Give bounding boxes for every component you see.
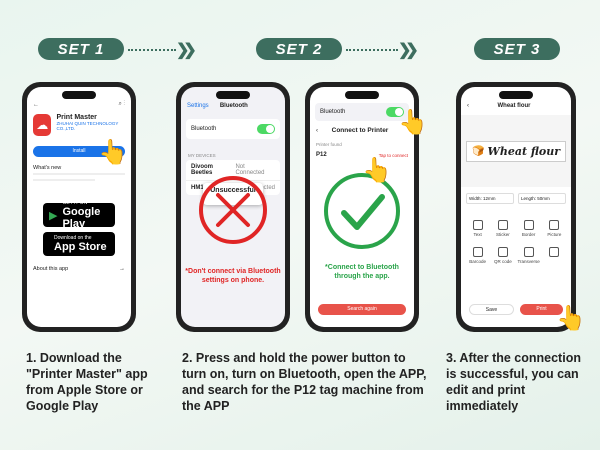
tap-hand-icon: 👆 (98, 139, 128, 166)
printer-found-label: Printer found (316, 142, 342, 147)
border-icon (523, 220, 534, 230)
developer-name: ZHUHAI QUIN TECHNOLOGY CO.,LTD. (56, 121, 119, 131)
back-icon[interactable]: ‹ (316, 127, 318, 134)
phone-3: Bluetooth ‹ Connect to Printer Printer f… (305, 82, 419, 332)
chevron-right-icon: ❯❯ (398, 42, 419, 59)
tool-text[interactable]: Text (467, 220, 488, 237)
step-3-caption: 3. After the connection is successful, y… (446, 351, 581, 413)
tool-picture[interactable]: Picture (544, 220, 565, 237)
whats-new-label: What's new (33, 165, 62, 171)
label-title: Wheat flour (497, 103, 531, 109)
step-1-badge: SET 1 (38, 38, 124, 60)
qr-code-icon (497, 247, 508, 257)
search-icon[interactable]: ⌕ ⋮ (118, 101, 125, 107)
tool-transverse[interactable]: Transverse (517, 247, 540, 264)
about-app-row[interactable]: About this app → (27, 256, 131, 272)
connector-1 (128, 49, 176, 51)
warning-note: *Don't connect via Bluetooth settings on… (185, 268, 281, 284)
editor-screen: ‹ Wheat flour 🍞 Wheat flour Width: 12mm … (461, 87, 571, 327)
sticker-icon (497, 220, 508, 230)
chevron-right-icon: ❯❯ (176, 42, 197, 59)
tool-border[interactable]: Border (517, 220, 539, 237)
phone-1: ← ⌕ ⋮ ☁ Print Master ZHUHAI QUIN TECHNOL… (22, 82, 136, 332)
barcode-icon (472, 247, 483, 257)
width-select[interactable]: Width: 12mm (466, 193, 514, 204)
device-row[interactable]: Divoom Beetles Not Connected (186, 160, 280, 181)
tool-sticker[interactable]: Sticker (492, 220, 513, 237)
cross-icon (199, 176, 267, 244)
length-select[interactable]: Length: 50mm (518, 193, 566, 204)
checkmark-icon (324, 173, 400, 249)
tool-more[interactable] (544, 247, 565, 264)
step-2-badge: SET 2 (256, 38, 342, 60)
app-icon: ☁ (33, 114, 52, 136)
arrow-right-icon: → (119, 266, 125, 272)
connect-note: *Connect to Bluetooth through the app. (325, 264, 399, 280)
print-button[interactable]: Print (520, 304, 563, 315)
bluetooth-settings-screen: Settings Bluetooth Bluetooth MY DEVICES … (181, 87, 285, 327)
save-button[interactable]: Save (469, 304, 514, 315)
my-devices-header: MY DEVICES (188, 153, 216, 158)
install-button[interactable]: Install (33, 146, 125, 157)
tool-qr-code[interactable]: QR code (492, 247, 513, 264)
bread-icon: 🍞 (472, 145, 485, 157)
back-arrow-icon[interactable]: ← (33, 101, 39, 108)
bluetooth-toggle[interactable] (257, 124, 275, 134)
step-1-label: SET 1 (57, 40, 105, 58)
printer-row[interactable]: P12 Tap to connect (310, 149, 414, 161)
more-icon (549, 247, 560, 257)
tap-hand-icon: 👆 (556, 305, 586, 332)
tool-barcode[interactable]: Barcode (467, 247, 488, 264)
bluetooth-toggle[interactable] (386, 107, 404, 117)
unsuccessful-popup: Unsuccessful (203, 183, 263, 205)
text-icon (472, 220, 483, 230)
settings-back-link[interactable]: Settings (187, 103, 209, 109)
play-store-screen: ← ⌕ ⋮ ☁ Print Master ZHUHAI QUIN TECHNOL… (27, 87, 131, 327)
tap-hand-icon: 👆 (398, 109, 428, 136)
label-preview[interactable]: 🍞 Wheat flour (466, 140, 566, 162)
connect-printer-title: Connect to Printer (331, 127, 389, 134)
app-name: Print Master (56, 114, 97, 121)
tap-hand-icon: 👆 (362, 157, 392, 184)
printer-name: P12 (316, 152, 327, 158)
step-2-label: SET 2 (275, 40, 323, 58)
back-icon[interactable]: ‹ (467, 103, 469, 109)
step-3-label: SET 3 (493, 40, 541, 58)
search-again-button[interactable]: Search again (318, 304, 406, 315)
play-icon: ▶ (49, 209, 58, 222)
label-text: Wheat flour (487, 144, 560, 158)
picture-icon (549, 220, 560, 230)
bluetooth-title: Bluetooth (219, 103, 248, 109)
step-3-badge: SET 3 (474, 38, 560, 60)
phone-2: Settings Bluetooth Bluetooth MY DEVICES … (176, 82, 290, 332)
connect-printer-screen: Bluetooth ‹ Connect to Printer Printer f… (310, 87, 414, 327)
about-label: About this app (33, 266, 69, 272)
transverse-icon (523, 247, 534, 257)
bluetooth-label: Bluetooth (191, 126, 217, 132)
step-1-caption: 1. Download the "Printer Master" app fro… (26, 351, 148, 413)
connector-2 (346, 49, 398, 51)
phone-4: ‹ Wheat flour 🍞 Wheat flour Width: 12mm … (456, 82, 576, 332)
bluetooth-label: Bluetooth (320, 109, 346, 115)
step-2-caption: 2. Press and hold the power button to tu… (182, 351, 427, 413)
tap-connect-label[interactable]: Tap to connect (378, 152, 408, 158)
